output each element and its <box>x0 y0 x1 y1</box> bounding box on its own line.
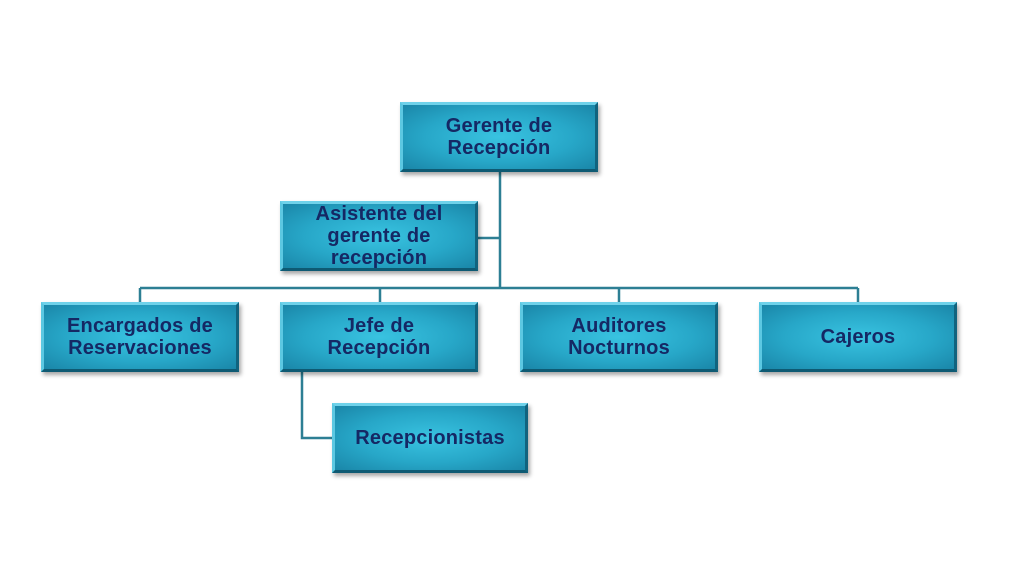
node-label-line: Recepcionistas <box>355 427 505 449</box>
connector-recepcionistas <box>300 372 332 440</box>
node-label-line: Nocturnos <box>568 337 670 359</box>
node-label-line: Cajeros <box>820 326 896 348</box>
node-label-line: Jefe de <box>343 315 415 337</box>
node-label-line: Asistente del <box>315 203 443 225</box>
node-label-line: recepción <box>330 247 428 269</box>
node-label-line: Gerente de <box>445 115 553 137</box>
node-label-line: Recepción <box>447 137 551 159</box>
node-label-line: Reservaciones <box>68 337 212 359</box>
node-jefe-recepcion: Jefe de Recepción <box>280 302 478 372</box>
node-asistente-gerente: Asistente del gerente de recepción <box>280 201 478 271</box>
node-label-line: gerente de <box>327 225 431 247</box>
node-label-line: Encargados de <box>67 315 213 337</box>
node-cajeros: Cajeros <box>759 302 957 372</box>
node-label-line: Auditores <box>571 315 667 337</box>
node-auditores-nocturnos: Auditores Nocturnos <box>520 302 718 372</box>
node-gerente-recepcion: Gerente de Recepción <box>400 102 598 172</box>
node-recepcionistas: Recepcionistas <box>332 403 528 473</box>
node-encargados-reservaciones: Encargados de Reservaciones <box>41 302 239 372</box>
node-label-line: Recepción <box>327 337 431 359</box>
